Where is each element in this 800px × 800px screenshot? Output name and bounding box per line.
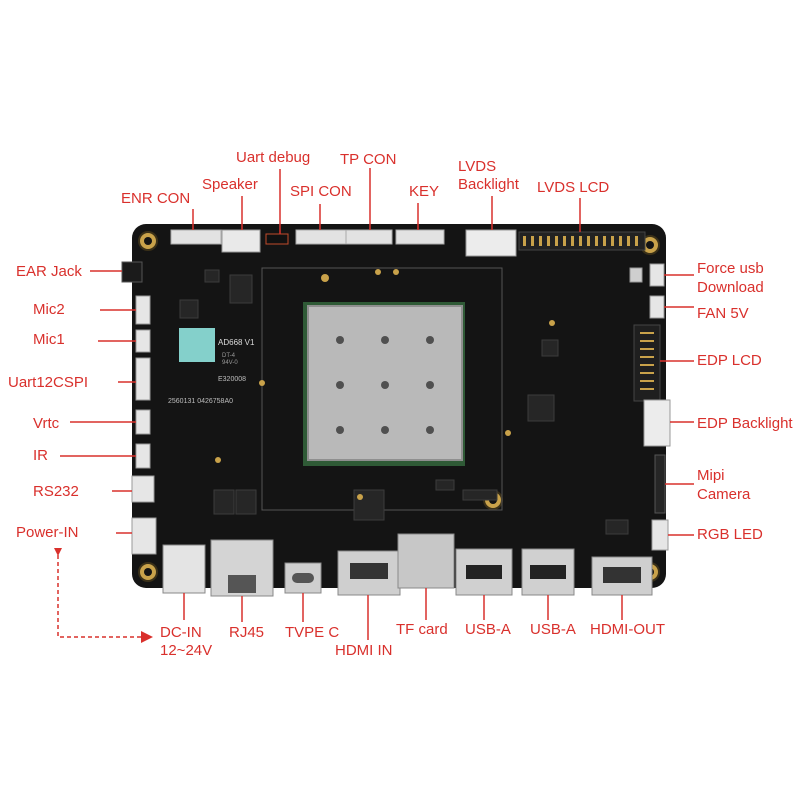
label-mic1: Mic1 <box>33 331 65 348</box>
label-uart12cspi: Uart12CSPI <box>8 374 89 391</box>
dc-in-jack <box>162 544 206 594</box>
label-edp-backlight: EDP Backlight <box>697 415 793 432</box>
label-mic2: Mic2 <box>33 301 65 318</box>
enr-connector <box>170 229 222 245</box>
label-mipi-line2: Camera <box>697 486 751 503</box>
rgb-led-connector <box>651 519 669 551</box>
label-vrtc: Vrtc <box>33 415 60 432</box>
label-edp-lcd: EDP LCD <box>697 352 762 369</box>
label-hdmi-in: HDMI IN <box>335 642 393 659</box>
label-dc-in-line2: 12~24V <box>160 642 213 659</box>
board-components <box>179 269 629 535</box>
label-rgb-led: RGB LED <box>697 526 763 543</box>
fan-connector <box>649 295 665 319</box>
tf-card-slot <box>397 533 455 589</box>
ear-jack-connector <box>121 261 143 283</box>
board-model-text: AD668 V1 <box>218 338 255 347</box>
label-usb-a-2: USB-A <box>530 621 576 638</box>
label-power-in: Power-IN <box>16 524 79 541</box>
label-fan-5v: FAN 5V <box>697 305 749 322</box>
qr-sticker <box>179 328 215 362</box>
label-usb-a-1: USB-A <box>465 621 511 638</box>
lvds-backlight-connector <box>465 229 517 257</box>
label-mipi-line1: Mipi <box>697 467 725 484</box>
label-tf-card: TF card <box>396 621 448 638</box>
rs232-connector <box>131 475 155 503</box>
label-rj45: RJ45 <box>229 624 265 641</box>
force-usb-button <box>629 267 643 283</box>
label-force-usb-line2: Download <box>697 279 764 296</box>
power-flow-arrow <box>57 548 153 643</box>
label-ir: IR <box>33 447 48 464</box>
label-force-usb-line1: Force usb <box>697 260 764 277</box>
label-enr-con: ENR CON <box>121 190 191 207</box>
mic2-connector <box>135 295 151 325</box>
key-connector <box>395 229 445 245</box>
board-cert-text: 94V-0 <box>222 360 238 366</box>
label-spi-con: SPI CON <box>290 183 352 200</box>
right-connectors <box>629 263 671 551</box>
board-cert-text: DT-4 <box>222 353 236 359</box>
vrtc-connector <box>135 409 151 435</box>
board-serial-text: 2560131 0426758A0 <box>168 398 233 405</box>
label-ear-jack: EAR Jack <box>16 263 82 280</box>
label-hdmi-out: HDMI-OUT <box>590 621 665 638</box>
leader-lines <box>60 168 694 640</box>
label-lvds-lcd: LVDS LCD <box>537 179 610 196</box>
ir-connector <box>135 443 151 469</box>
label-tp-con: TP CON <box>340 151 397 168</box>
edp-backlight-connector <box>643 399 671 447</box>
label-key: KEY <box>409 183 440 200</box>
small-gold-pads <box>215 269 555 500</box>
mipi-camera-connector <box>654 454 666 514</box>
bottom-connectors <box>162 533 653 597</box>
board-cert-text: E320008 <box>218 376 246 383</box>
force-usb-connector <box>649 263 665 287</box>
label-rs232: RS232 <box>33 483 79 500</box>
uart-debug-connector <box>265 233 289 245</box>
label-uart-debug: Uart debug <box>236 149 311 166</box>
uart12cspi-connector <box>135 357 151 401</box>
power-in-connector <box>131 517 157 555</box>
spi-connector <box>295 229 347 245</box>
label-dc-in-line1: DC-IN <box>160 624 202 641</box>
label-speaker: Speaker <box>202 176 258 193</box>
speaker-connector <box>221 229 261 253</box>
label-lvds-backlight-line1: LVDS <box>458 158 497 175</box>
mic1-connector <box>135 329 151 353</box>
left-connectors <box>121 261 157 555</box>
tp-connector <box>345 229 393 245</box>
soc-module-dots <box>336 336 434 434</box>
label-type-c: TVPE C <box>285 624 340 641</box>
label-lvds-backlight-line2: Backlight <box>458 176 519 193</box>
